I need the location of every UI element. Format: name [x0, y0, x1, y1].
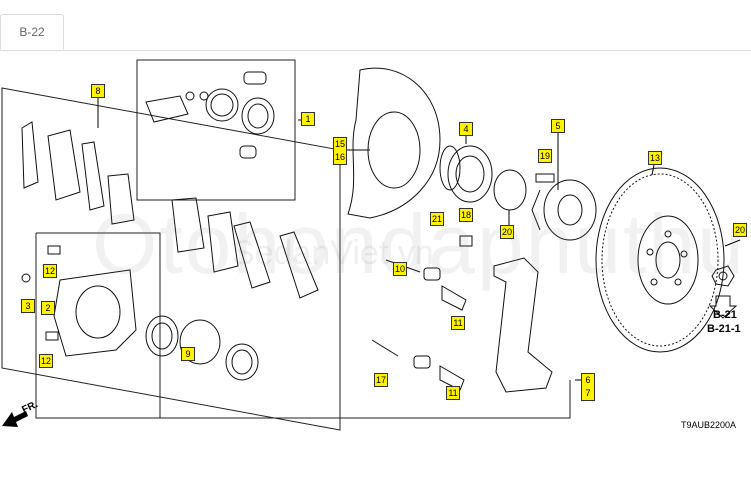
callout-7: 7: [585, 388, 591, 398]
callout-13[interactable]: 13: [648, 151, 662, 165]
ref-b21-1[interactable]: B-21-1: [707, 323, 741, 335]
brake-pads-outer: [21, 121, 135, 225]
callout-2[interactable]: 2: [41, 301, 55, 315]
callout-15: 16: [334, 152, 345, 162]
diagram-code: T9AUB2200A: [681, 420, 737, 430]
hub-nut: [711, 265, 735, 287]
callout-12-bottom[interactable]: 12: [39, 354, 53, 368]
callout-6-7[interactable]: 6 7: [581, 373, 595, 401]
callout-17[interactable]: 18: [459, 208, 473, 222]
snap-ring: [493, 169, 527, 211]
callout-11-top[interactable]: 11: [451, 316, 465, 330]
callout-6: 6: [585, 375, 591, 385]
brake-rotor: [595, 167, 725, 353]
caliper-body: [21, 245, 137, 357]
ref-arrow: [708, 295, 738, 319]
tab-bar: B-22: [0, 0, 751, 51]
callout-1[interactable]: 1: [301, 112, 315, 126]
brake-pads-inner: [171, 197, 319, 299]
callout-12-top[interactable]: 12: [43, 264, 57, 278]
seal-kit-parts: [145, 71, 275, 159]
caliper-bracket: [493, 257, 553, 393]
callout-14: 15: [334, 139, 345, 149]
callout-18[interactable]: 19: [538, 149, 552, 163]
wheel-hub: [531, 173, 597, 241]
callout-10[interactable]: 10: [393, 262, 407, 276]
seal-kit-frame: [136, 59, 296, 201]
callout-19[interactable]: 20: [500, 225, 514, 239]
callout-9[interactable]: 9: [181, 347, 195, 361]
callout-16[interactable]: 17: [374, 373, 388, 387]
piston-set: [145, 315, 259, 381]
callout-4[interactable]: 4: [459, 122, 473, 136]
callout-20[interactable]: 20: [733, 223, 747, 237]
callout-11-bottom[interactable]: 11: [446, 386, 460, 400]
ref-b21[interactable]: B-21: [713, 309, 737, 321]
callout-3[interactable]: 3: [21, 299, 35, 313]
tab-b22[interactable]: B-22: [0, 14, 64, 50]
splash-shield: [347, 67, 441, 219]
parts-diagram: [1, 59, 741, 431]
guide-pins: [371, 235, 473, 391]
callout-21[interactable]: 21: [430, 212, 444, 226]
wheel-bearing: [439, 145, 493, 203]
front-arrow-icon: [2, 411, 28, 427]
callout-14-15[interactable]: 15 16: [333, 137, 347, 165]
watermark-main: Otohondaphuthu.com: [92, 197, 751, 291]
callout-5[interactable]: 5: [551, 119, 565, 133]
callout-8[interactable]: 8: [91, 84, 105, 98]
pad-kit-frame: [1, 87, 341, 431]
